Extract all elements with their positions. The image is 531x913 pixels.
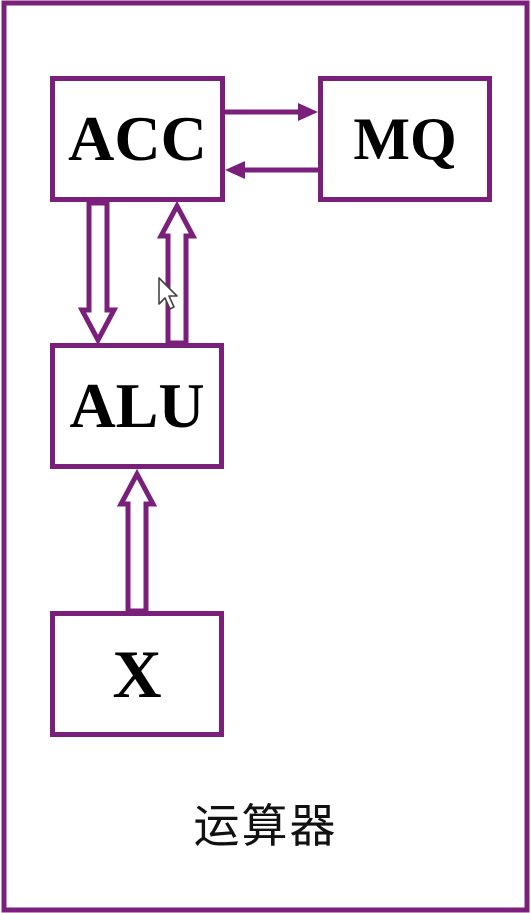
- register-acc: ACC: [50, 76, 225, 202]
- register-mq: MQ: [318, 76, 492, 202]
- arrow-alu-to-acc: [156, 200, 198, 346]
- alu-unit: ALU: [50, 343, 224, 469]
- diagram-caption: 运算器: [193, 799, 338, 853]
- register-x: X: [50, 611, 224, 737]
- arrow-x-to-alu: [116, 468, 158, 614]
- register-mq-label: MQ: [353, 105, 457, 172]
- register-x-label: X: [112, 635, 162, 712]
- register-acc-label: ACC: [68, 103, 207, 174]
- arrow-acc-to-alu: [77, 200, 119, 346]
- mouse-pointer-icon: [158, 277, 178, 310]
- alu-label: ALU: [69, 370, 205, 441]
- arrow-mq-to-acc: [225, 161, 318, 179]
- arrow-acc-to-mq: [225, 103, 318, 121]
